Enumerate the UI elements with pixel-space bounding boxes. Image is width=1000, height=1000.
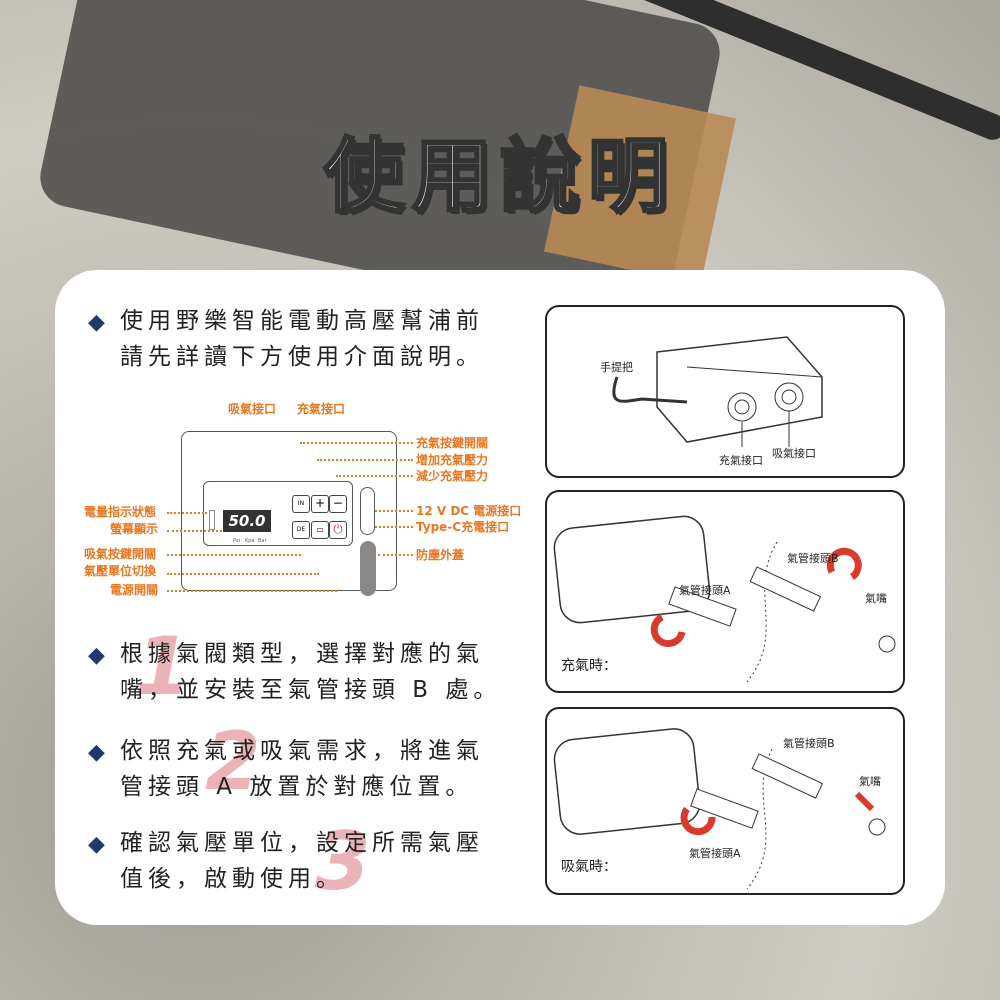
step-1: ◆ 根據氣閥類型，選擇對應的氣 嘴，並安裝至氣管接頭 B 處。 (88, 636, 501, 708)
diamond-bullet-icon: ◆ (88, 740, 110, 765)
decrease-button[interactable]: − (329, 495, 347, 513)
battery-indicator-icon (209, 510, 215, 530)
diamond-bullet-icon: ◆ (88, 643, 110, 668)
dust-cover (360, 541, 376, 596)
suction-button[interactable]: DE (292, 521, 310, 539)
display-screen: 50.0 (223, 510, 271, 532)
step-2: ◆ 依照充氣或吸氣需求，將進氣 管接頭 A 放置於對應位置。 (88, 733, 484, 805)
suction-illustration (553, 728, 886, 890)
intro-text: ◆ 使用野樂智能電動高壓幫浦前 請先詳讀下方使用介面說明。 (88, 303, 484, 375)
page-title: 使用說明 (323, 129, 676, 225)
unit-switch-button[interactable]: ▭ (311, 521, 329, 539)
increase-button[interactable]: + (311, 495, 329, 513)
inflate-button[interactable]: IN (292, 495, 310, 513)
inflate-mode-panel: 氣管接頭A 氣管接頭B 氣嘴 充氣時： (545, 490, 905, 693)
power-button[interactable]: ⏻ (329, 521, 347, 539)
device-illustration (612, 336, 823, 447)
device-overview-panel: 手提把 充氣接口 吸氣接口 (545, 305, 905, 478)
port-cover-area (360, 487, 375, 535)
inflate-illustration (553, 515, 896, 683)
suction-mode-panel: 氣管接頭A 氣管接頭B 氣嘴 吸氣時： (545, 707, 905, 895)
step-3: ◆ 確認氣壓單位，設定所需氣壓 值後，啟動使用。 (88, 825, 484, 897)
diamond-bullet-icon: ◆ (88, 832, 110, 857)
diamond-bullet-icon: ◆ (88, 310, 110, 335)
